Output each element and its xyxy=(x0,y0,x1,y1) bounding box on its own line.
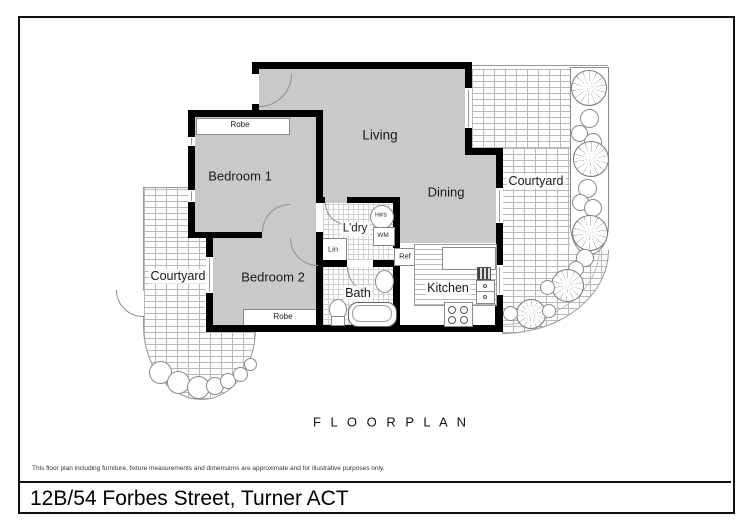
kitchen-bench xyxy=(442,247,496,270)
courtyard-left-paving xyxy=(144,238,206,326)
basin-icon xyxy=(375,270,394,293)
courtyard-right-paving xyxy=(472,69,570,148)
tree-icon xyxy=(516,299,546,329)
shrub-icon xyxy=(503,306,518,321)
wall-segment xyxy=(188,202,195,238)
shrub-icon xyxy=(542,304,556,318)
fixture-label-wm: WM xyxy=(377,231,389,239)
bathtub-inner xyxy=(352,305,392,322)
page-border xyxy=(18,16,735,514)
stove-burner xyxy=(448,306,456,314)
stove-burner xyxy=(460,306,468,314)
sink-dot xyxy=(483,284,487,288)
room-label-living: Living xyxy=(362,127,398,143)
courtyard-fence xyxy=(143,187,189,188)
room-label-kitchen: Kitchen xyxy=(425,280,471,296)
tree-icon xyxy=(573,141,609,177)
window-glass-line xyxy=(191,138,192,145)
wall-segment xyxy=(188,232,262,238)
room-label-courtyard-left: Courtyard xyxy=(148,268,208,284)
shrub-icon xyxy=(233,367,248,382)
wall-segment xyxy=(393,203,400,248)
wall-segment xyxy=(465,148,503,155)
stove-burner xyxy=(448,316,456,324)
courtyard-fence xyxy=(472,65,608,66)
room-label-dining: Dining xyxy=(427,184,465,200)
wall-segment xyxy=(316,232,323,325)
wall-segment xyxy=(206,325,503,332)
sink-drainer xyxy=(477,267,491,280)
dining-floor xyxy=(400,197,465,243)
wall-segment xyxy=(188,117,195,137)
washing-machine-box xyxy=(373,227,395,246)
fixture-label-hws: HWS xyxy=(375,212,387,219)
courtyard-right-paving xyxy=(502,148,570,251)
window-glass-line xyxy=(209,258,210,292)
tree-icon xyxy=(572,215,608,251)
stove-icon xyxy=(444,302,473,327)
window-glass-line xyxy=(499,190,500,222)
wall-segment xyxy=(465,62,472,88)
divider-line xyxy=(18,481,731,483)
room-label-laundry: L'dry xyxy=(340,222,370,236)
wall-segment xyxy=(496,155,503,188)
courtyard-fence xyxy=(143,316,144,326)
fixture-label-fridge: Ref xyxy=(399,251,411,261)
wall-segment xyxy=(496,223,503,265)
fixture-label-robe2: Robe xyxy=(273,312,293,321)
dining-floor xyxy=(465,155,496,243)
tree-icon xyxy=(551,269,584,302)
wall-segment xyxy=(495,295,503,332)
wall-segment xyxy=(465,128,472,155)
wall-segment xyxy=(373,260,400,267)
fixture-label-robe1: Robe xyxy=(230,120,250,129)
robe-strip xyxy=(196,118,290,135)
courtyard-left-paving xyxy=(144,188,188,238)
disclaimer-text: This floor plan including furniture, fix… xyxy=(32,465,385,472)
bedroom1-floor xyxy=(195,117,316,232)
wall-segment xyxy=(206,293,213,331)
wall-segment xyxy=(347,197,400,203)
tree-icon xyxy=(571,70,607,106)
window-glass-line xyxy=(499,267,500,294)
shrub-icon xyxy=(220,373,236,389)
courtyard-fence xyxy=(143,187,144,291)
sink-dot xyxy=(483,295,487,299)
wall-segment xyxy=(393,267,400,325)
wall-segment xyxy=(188,146,195,190)
fixture-label-linen: Lin xyxy=(327,244,339,254)
room-label-courtyard-right: Courtyard xyxy=(506,173,566,189)
window xyxy=(252,74,259,104)
window-glass-line xyxy=(468,90,469,127)
stove-burner xyxy=(460,316,468,324)
shrub-icon xyxy=(580,109,599,128)
shrub-icon xyxy=(540,280,555,295)
wall-segment xyxy=(316,260,347,267)
wall-segment xyxy=(188,110,322,117)
plan-title: F L O O R P L A N xyxy=(312,414,470,430)
wall-segment xyxy=(252,69,259,74)
room-label-bedroom2: Bedroom 2 xyxy=(241,269,305,285)
toilet-cistern xyxy=(331,316,345,326)
window-glass-line xyxy=(191,191,192,201)
wall-segment xyxy=(206,238,213,257)
room-label-bedroom1: Bedroom 1 xyxy=(208,168,272,184)
wall-segment xyxy=(316,110,323,203)
wall-segment xyxy=(316,197,325,203)
shrub-icon xyxy=(244,358,257,371)
address-title: 12B/54 Forbes Street, Turner ACT xyxy=(30,487,349,510)
wall-segment xyxy=(252,62,472,69)
hall-floor xyxy=(262,232,318,238)
room-label-bath: Bath xyxy=(343,285,373,301)
